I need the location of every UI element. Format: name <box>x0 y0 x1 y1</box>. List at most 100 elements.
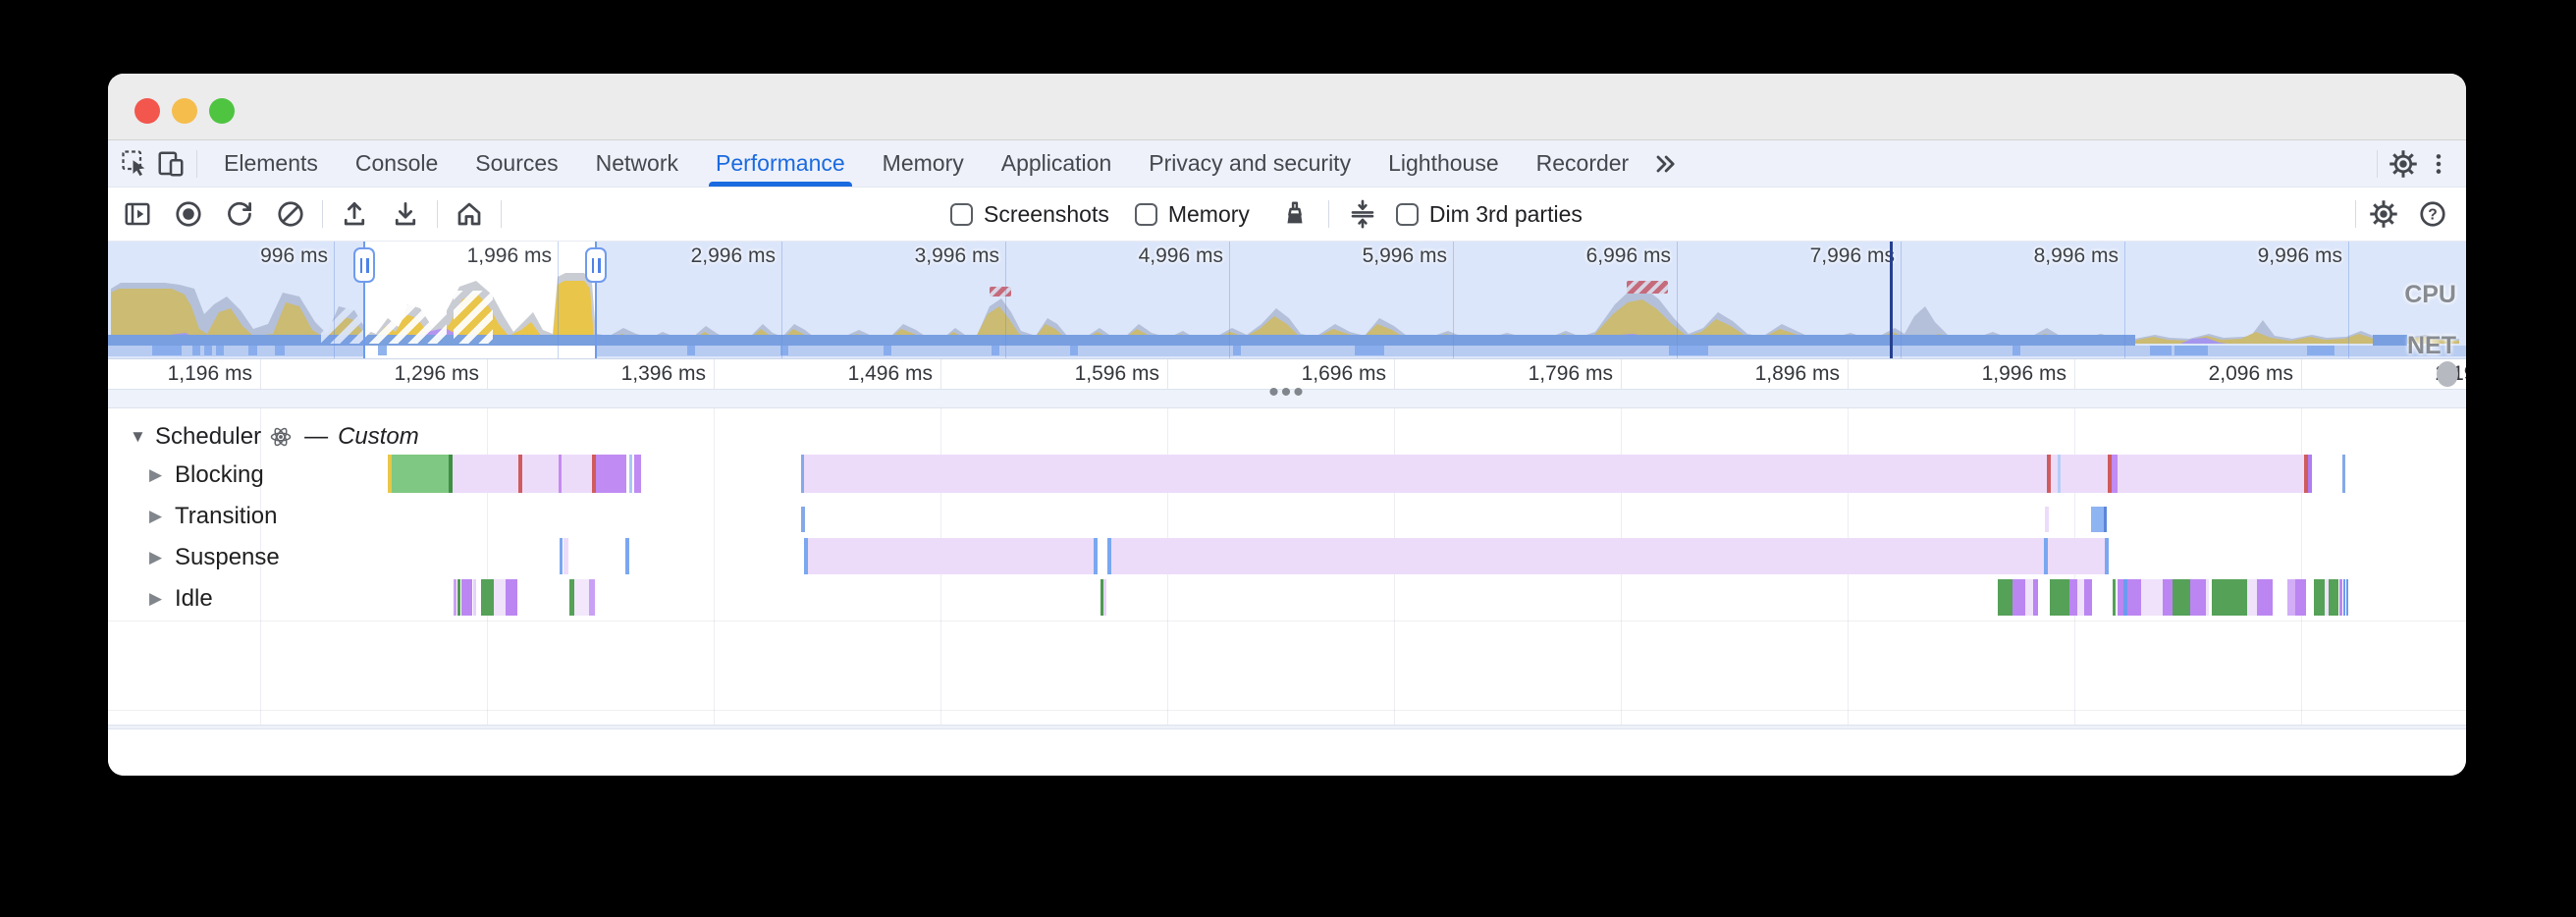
flame-event-bar[interactable] <box>2108 455 2112 493</box>
flame-event-bar[interactable] <box>2343 579 2345 616</box>
expand-triangle-icon[interactable]: ▶ <box>149 507 163 525</box>
flame-event-bar[interactable] <box>2045 507 2049 532</box>
expand-triangle-icon[interactable]: ▶ <box>149 548 163 566</box>
panel-resizer-handle[interactable]: ••• <box>108 378 2466 408</box>
zoom-window-button[interactable] <box>209 98 235 124</box>
tab-privacy-and-security[interactable]: Privacy and security <box>1149 150 1352 176</box>
flame-event-bar[interactable] <box>596 455 626 493</box>
tab-recorder[interactable]: Recorder <box>1535 150 1630 176</box>
flame-event-bar[interactable] <box>2123 579 2127 616</box>
tab-sources[interactable]: Sources <box>475 150 559 176</box>
flame-event-bar[interactable] <box>634 455 641 493</box>
flame-event-bar[interactable] <box>2104 507 2107 532</box>
flame-event-bar[interactable] <box>2314 579 2325 616</box>
flame-event-bar[interactable] <box>2127 579 2141 616</box>
flame-event-bar[interactable] <box>2257 579 2273 616</box>
flame-event-bar[interactable] <box>574 579 589 616</box>
flame-event-bar[interactable] <box>804 538 1094 574</box>
flame-event-bar[interactable] <box>801 455 804 493</box>
flame-event-bar[interactable] <box>2247 579 2257 616</box>
flame-event-bar[interactable] <box>2287 579 2295 616</box>
expand-triangle-icon[interactable]: ▶ <box>149 589 163 608</box>
flamechart-area[interactable]: ▼ Scheduler — Custom ▶Blocking ▶Transitio… <box>108 408 2466 776</box>
row-label-suspense[interactable]: ▶Suspense <box>149 544 280 571</box>
tab-application[interactable]: Application <box>1000 150 1112 176</box>
flame-event-bar[interactable] <box>1998 579 2012 616</box>
flame-event-bar[interactable] <box>2112 455 2118 493</box>
flame-event-bar[interactable] <box>804 538 808 574</box>
flame-event-bar[interactable] <box>506 579 517 616</box>
flame-event-bar[interactable] <box>1100 579 1103 616</box>
flame-event-bar[interactable] <box>2033 579 2038 616</box>
flame-event-bar[interactable] <box>2044 538 2048 574</box>
tab-memory[interactable]: Memory <box>882 150 964 176</box>
flame-event-bar[interactable] <box>2325 579 2329 616</box>
row-label-transition[interactable]: ▶Transition <box>149 503 277 530</box>
record-and-reload-icon[interactable] <box>220 194 259 234</box>
flame-event-bar[interactable] <box>564 538 568 574</box>
flame-event-bar[interactable] <box>481 579 494 616</box>
tab-console[interactable]: Console <box>354 150 439 176</box>
flame-event-bar[interactable] <box>629 455 632 493</box>
tab-lighthouse[interactable]: Lighthouse <box>1388 150 1499 176</box>
collapse-tracks-icon[interactable] <box>1343 194 1382 234</box>
flame-event-bar[interactable] <box>559 455 562 493</box>
flame-event-bar[interactable] <box>2058 455 2061 493</box>
checkbox[interactable] <box>1134 202 1157 226</box>
toggle-sidebar-icon[interactable] <box>118 194 157 234</box>
flame-event-bar[interactable] <box>592 455 596 493</box>
flame-event-bar[interactable] <box>392 455 449 493</box>
record-icon[interactable] <box>169 194 208 234</box>
download-profile-icon[interactable] <box>386 194 425 234</box>
flame-event-bar[interactable] <box>1094 538 1098 574</box>
row-label-idle[interactable]: ▶Idle <box>149 585 213 613</box>
flame-event-bar[interactable] <box>2077 579 2084 616</box>
flame-event-bar[interactable] <box>2084 579 2092 616</box>
expand-triangle-icon[interactable]: ▶ <box>149 465 163 484</box>
flame-event-bar[interactable] <box>2118 579 2123 616</box>
flame-event-bar[interactable] <box>453 455 596 493</box>
flame-event-bar[interactable] <box>1107 538 2106 574</box>
checkbox[interactable] <box>1395 202 1419 226</box>
selection-handle-right[interactable] <box>585 247 607 283</box>
flame-event-bar[interactable] <box>1107 538 1111 574</box>
flame-event-bar[interactable] <box>461 579 472 616</box>
memory-checkbox[interactable]: Memory <box>1134 201 1250 228</box>
flame-event-bar[interactable] <box>2206 579 2209 616</box>
flame-event-bar[interactable] <box>2047 455 2051 493</box>
flame-event-bar[interactable] <box>2025 579 2033 616</box>
flame-event-bar[interactable] <box>560 538 563 574</box>
flame-event-bar[interactable] <box>2091 507 2104 532</box>
close-window-button[interactable] <box>134 98 160 124</box>
flame-event-bar[interactable] <box>1103 579 1106 616</box>
flame-event-bar[interactable] <box>2105 538 2109 574</box>
home-icon[interactable] <box>450 194 489 234</box>
flame-event-bar[interactable] <box>589 579 595 616</box>
flame-event-bar[interactable] <box>457 579 460 616</box>
flame-event-bar[interactable] <box>2190 579 2206 616</box>
row-label-blocking[interactable]: ▶Blocking <box>149 461 264 489</box>
flame-event-bar[interactable] <box>801 507 805 532</box>
flame-event-bar[interactable] <box>2012 579 2025 616</box>
collect-garbage-icon[interactable] <box>1275 194 1315 234</box>
checkbox[interactable] <box>950 202 973 226</box>
flame-event-bar[interactable] <box>2163 579 2173 616</box>
track-header-scheduler[interactable]: ▼ Scheduler — Custom <box>130 422 419 452</box>
flame-event-bar[interactable] <box>473 579 476 616</box>
upload-profile-icon[interactable] <box>335 194 374 234</box>
flame-event-bar[interactable] <box>625 538 629 574</box>
screenshots-checkbox[interactable]: Screenshots <box>950 201 1109 228</box>
flame-event-bar[interactable] <box>449 455 453 493</box>
flame-event-bar[interactable] <box>2212 579 2247 616</box>
flame-event-bar[interactable] <box>2295 579 2306 616</box>
flame-event-bar[interactable] <box>2173 579 2190 616</box>
flame-event-bar[interactable] <box>2308 455 2312 493</box>
flame-event-bar[interactable] <box>518 455 522 493</box>
dim-3rd-parties-checkbox[interactable]: Dim 3rd parties <box>1395 201 1583 228</box>
selection-handle-left[interactable] <box>353 247 375 283</box>
flame-event-bar[interactable] <box>569 579 574 616</box>
settings-gear-icon[interactable] <box>2386 146 2421 182</box>
flame-event-bar[interactable] <box>2141 579 2163 616</box>
flame-event-bar[interactable] <box>2304 455 2308 493</box>
